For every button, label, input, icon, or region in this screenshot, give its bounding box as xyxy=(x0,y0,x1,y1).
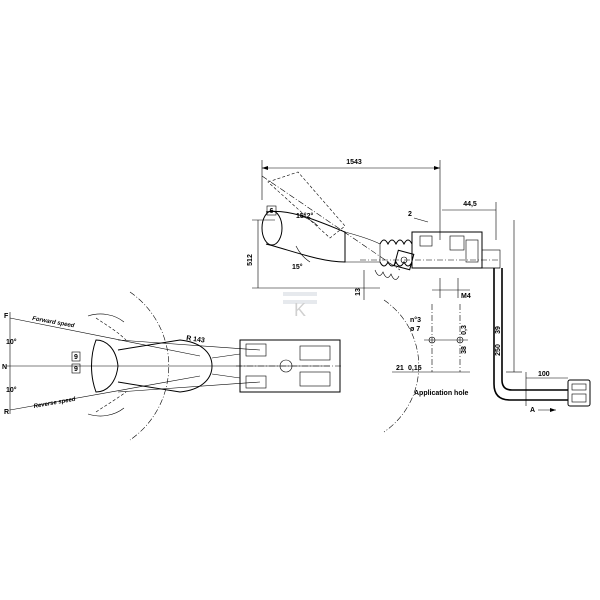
radius-label: R 143 xyxy=(186,335,206,345)
watermark-logo: K xyxy=(283,292,317,320)
dim-21: 21 xyxy=(396,365,404,372)
arrow-a-label: A xyxy=(530,407,535,414)
forward-speed-label: Forward speed xyxy=(32,316,75,329)
dim-2: 2 xyxy=(408,211,412,218)
box-9-lower: 9 xyxy=(74,366,78,373)
watermark-text: K xyxy=(294,300,306,320)
angle-15: 15° xyxy=(292,263,303,271)
label-f: F xyxy=(4,313,9,320)
dim-1543: 1543 xyxy=(346,159,362,166)
dim-0-3: 0,3 xyxy=(461,325,468,335)
dim-512: 512 xyxy=(247,254,254,266)
dim-250: 250 xyxy=(495,344,502,356)
reverse-speed-label: Reverse speed xyxy=(33,397,76,410)
angle-10-forward: 10° xyxy=(6,338,17,346)
angle-15-2: 15°2° xyxy=(296,212,313,220)
side-view: F N R Forward speed Reverse speed 10° 10… xyxy=(2,291,420,441)
cable: 250 39 100 A xyxy=(493,220,591,414)
application-hole-label: Application hole xyxy=(414,390,469,397)
dim-13: 13 xyxy=(355,288,362,296)
label-r: R xyxy=(4,409,9,416)
dim-38: 38 xyxy=(461,346,468,354)
label-n: N xyxy=(2,364,7,371)
right-detail: 44,5 M4 n°3 ø 7 0,3 38 21 0,15 Applicati… xyxy=(392,201,497,397)
dim-100: 100 xyxy=(538,371,550,378)
box-6: 6 xyxy=(270,208,274,215)
angle-10-reverse: 10° xyxy=(6,386,17,394)
dim-no3: n°3 xyxy=(410,316,421,324)
top-view: 1543 512 13 15°2° 15° xyxy=(247,159,501,300)
dim-0-15: 0,15 xyxy=(408,365,422,372)
dim-39: 39 xyxy=(495,326,502,334)
dim-44-5: 44,5 xyxy=(463,201,477,208)
box-9-upper: 9 xyxy=(74,354,78,361)
dim-m4: M4 xyxy=(461,293,471,300)
dim-phi7: ø 7 xyxy=(410,326,420,333)
